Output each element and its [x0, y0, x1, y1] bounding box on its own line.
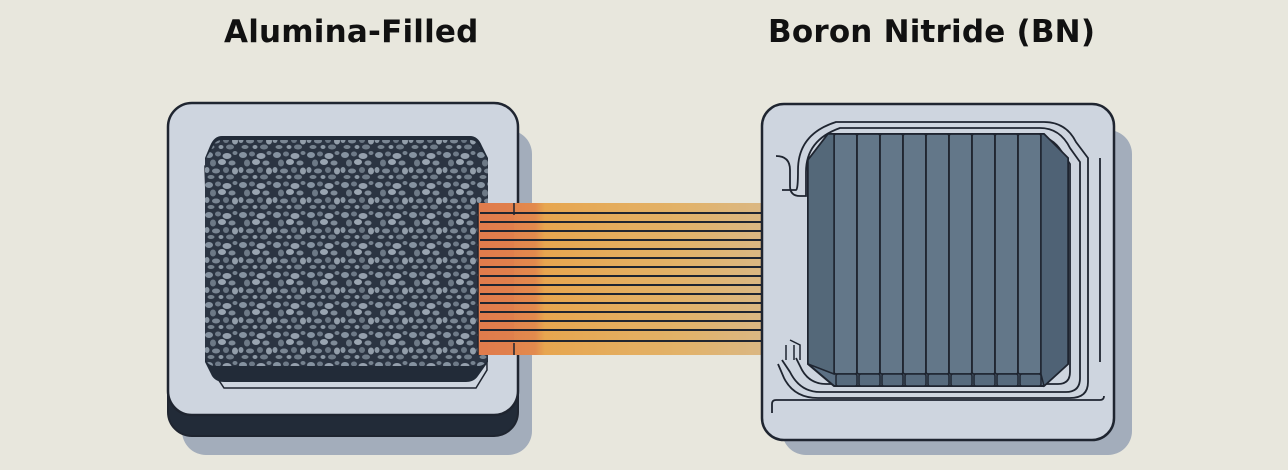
bn-connector-notch: [785, 339, 801, 360]
bn-plate-edges: [835, 373, 1042, 387]
alumina-grain-texture: [205, 140, 488, 366]
bn-plates: [833, 133, 1042, 375]
alumina-filled-title: Alumina-Filled: [224, 14, 479, 50]
boron-nitride-title: Boron Nitride (BN): [768, 14, 1096, 50]
bn-stack-right-bevel: [1040, 133, 1069, 388]
bn-stack-left-bevel: [807, 133, 835, 376]
thermal-bridge-lines: [480, 212, 812, 342]
alumina-pad: [166, 101, 532, 455]
thermal-bridge: [477, 203, 813, 355]
bn-pad-contours: [771, 121, 1105, 413]
boron-nitride-pad: [760, 102, 1132, 455]
thermal-bridge-hot-end: [478, 203, 514, 355]
